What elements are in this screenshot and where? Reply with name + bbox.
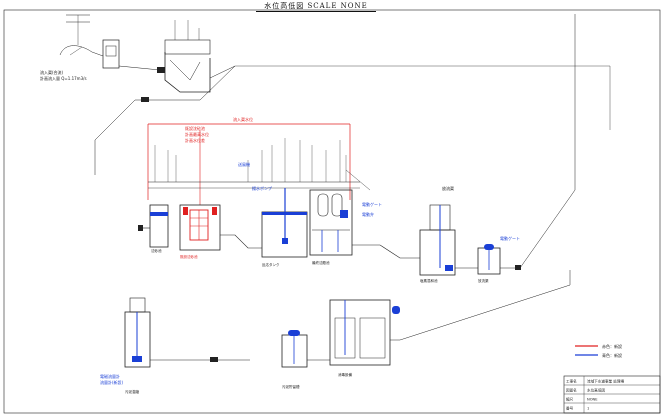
tank-label-2: 反応タンク: [262, 262, 280, 267]
legend-red-label: 赤色：新設: [602, 343, 622, 349]
red-dimension: [147, 123, 351, 205]
tank-label-6: 汚泥濃縮: [125, 389, 139, 394]
right-note-2: 電動ゲート: [500, 235, 520, 241]
level-leaders: [154, 138, 347, 182]
grit-chamber-top: [135, 20, 236, 102]
discharge-line: [519, 189, 576, 269]
tank-label-8: 消毒設備: [338, 372, 352, 377]
feed-line: [94, 99, 136, 141]
bottom-note-1: 電磁流量計: [100, 373, 120, 379]
return-line: [399, 284, 571, 341]
tank-label-5: 放流渠: [478, 278, 489, 283]
tb-value-2: 水位高低図: [587, 388, 605, 393]
sludge-structures: [124, 297, 400, 368]
tb-value-1: 流域下水道事業 処理場: [587, 379, 624, 384]
tank-label-1: 沈砂池: [151, 248, 162, 253]
red-note-2: 計画最高水位: [185, 131, 209, 137]
bottom-note-2: 流量計(新設): [100, 379, 124, 385]
inlet-note-1: 流入渠(合流): [40, 69, 64, 75]
tb-value-4: 1: [587, 407, 589, 411]
tank-label-3: 最終沈殿池: [312, 260, 330, 265]
top-return-line: [235, 65, 611, 130]
gate-note-2: 電動弁: [362, 211, 374, 217]
upper-dim-label: 流入渠水位: [233, 116, 253, 122]
pump-note: 揚水ポンプ: [252, 185, 272, 191]
inlet-note-2: 計画流入量 Q=1.17m3/s: [40, 75, 87, 81]
tb-label-3: 縮尺: [566, 397, 574, 402]
tb-label-1: 工事名: [566, 379, 577, 384]
legend: 赤色：新設 青色：新設: [575, 343, 622, 358]
tank-label-4: 塩素混和池: [420, 278, 438, 283]
gate-note-1: 電動ゲート: [362, 201, 382, 207]
blower-note: 送風機: [238, 161, 250, 167]
tank-label-7: 汚泥貯留槽: [282, 384, 300, 389]
tank-label-red: 既設沈砂池: [180, 254, 198, 259]
tb-label-4: 番号: [566, 406, 574, 411]
drawing-title: 水位高低図 SCALE NONE: [256, 1, 376, 12]
tb-label-2: 図面名: [566, 388, 577, 393]
right-note-1: 放流渠: [442, 185, 454, 191]
tb-value-3: NONE: [587, 398, 598, 402]
outlet-structures: [419, 204, 521, 276]
drawing-border: [3, 9, 661, 414]
legend-blue-label: 青色：新設: [602, 352, 622, 358]
red-note-1: 既設沈砂池: [185, 125, 205, 131]
title-block: 工事名 流域下水道事業 処理場 図面名 水位高低図 縮尺 NONE 番号 1: [563, 375, 661, 414]
red-dim-label: 計画水位差: [185, 137, 205, 143]
inlet-structure: [59, 14, 165, 73]
main-plant: [138, 169, 420, 259]
